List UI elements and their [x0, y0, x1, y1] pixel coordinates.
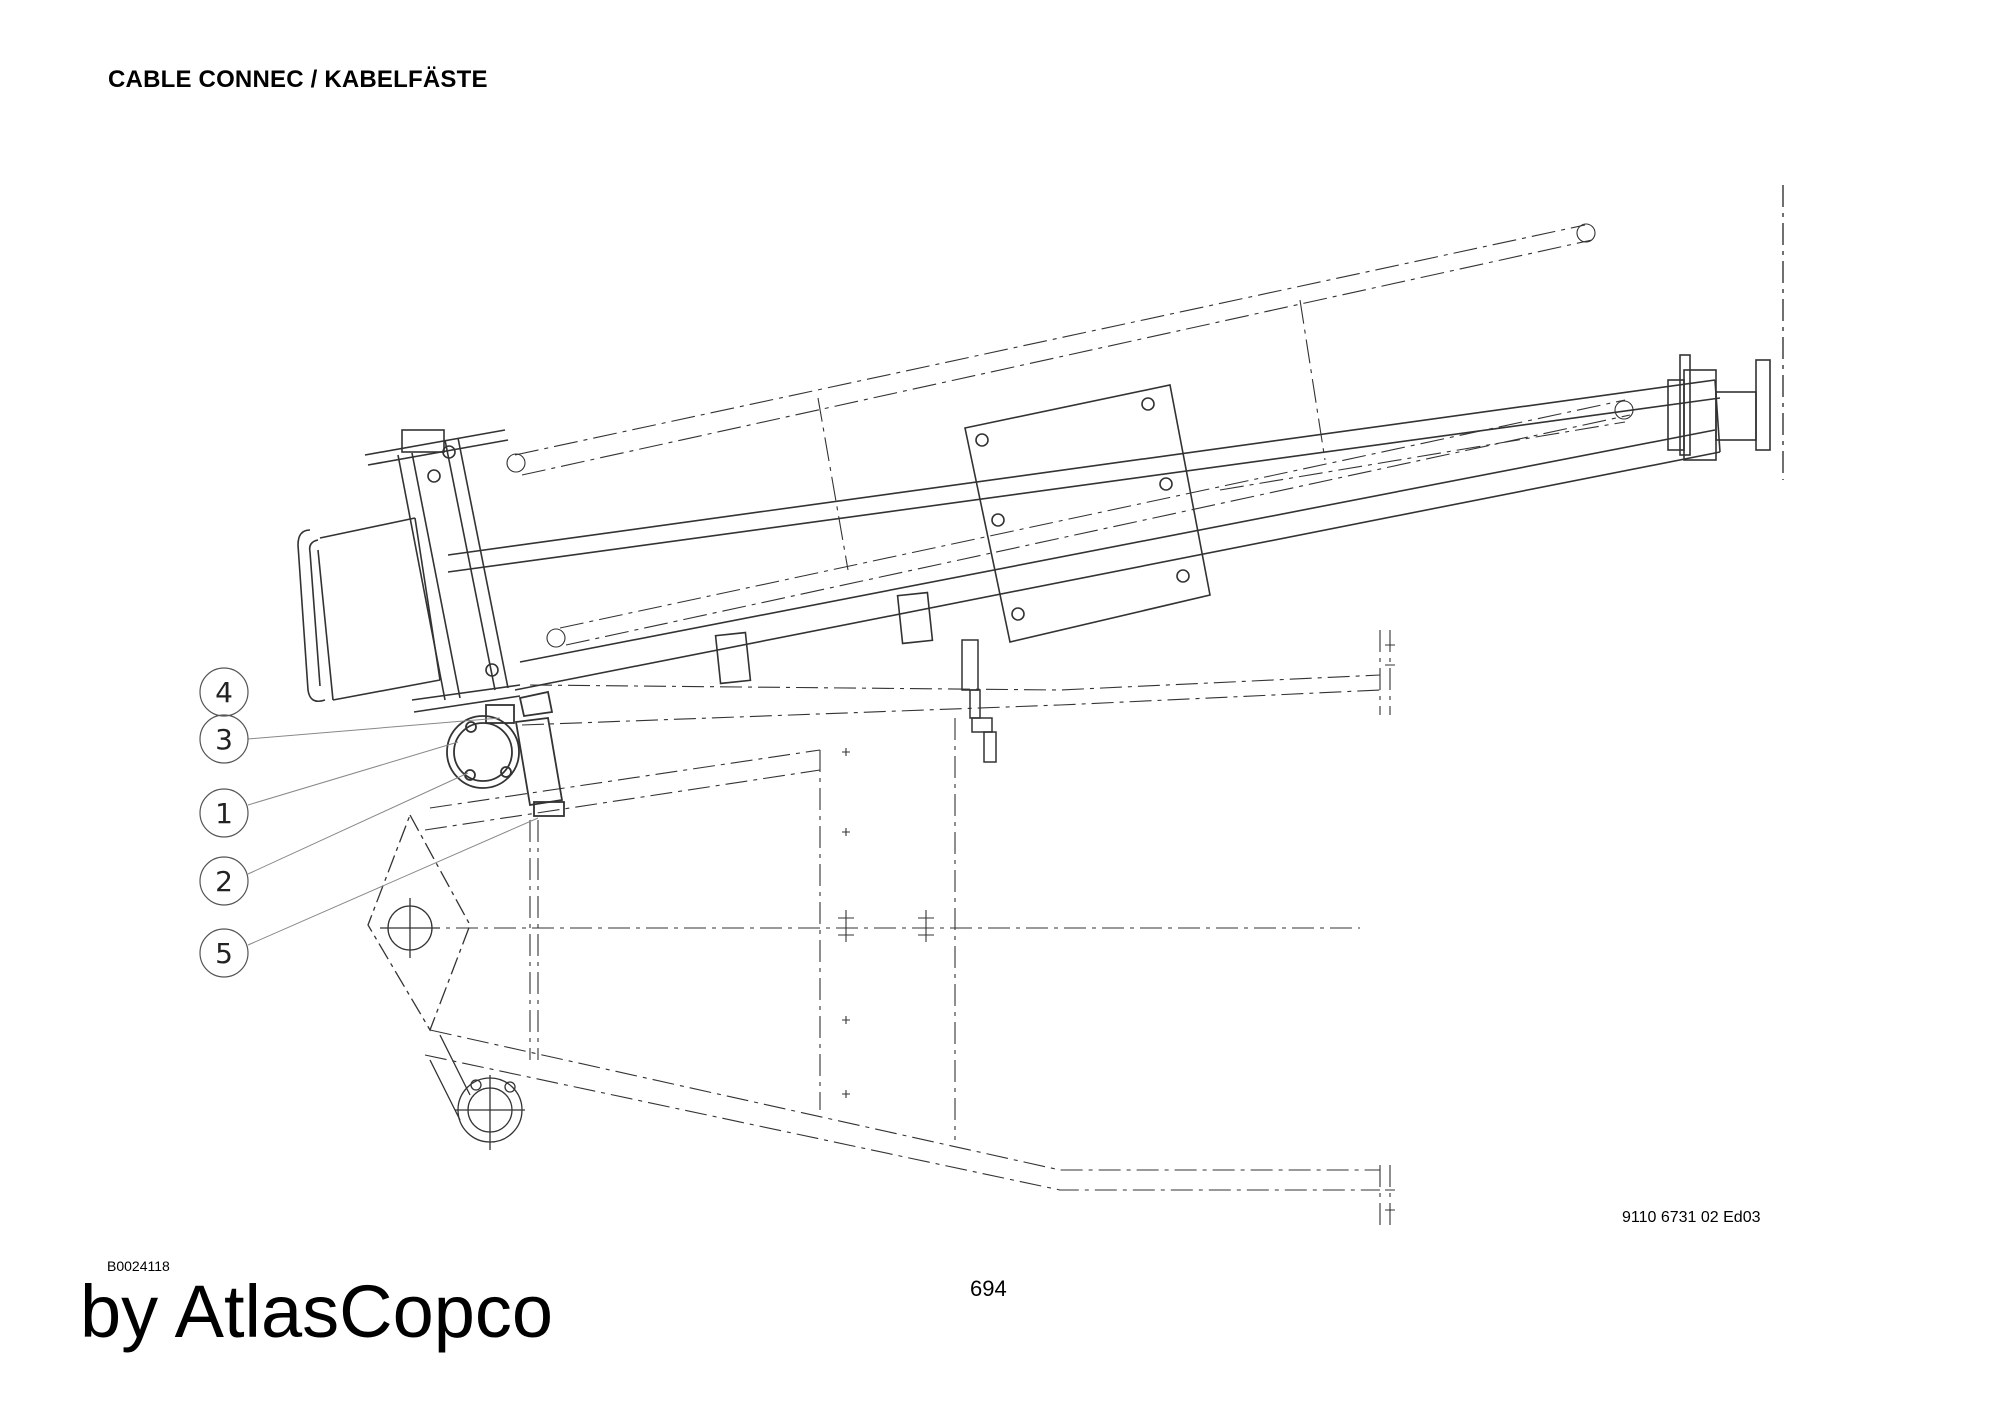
callout-number: 3 — [215, 723, 233, 756]
image-id: B0024118 — [107, 1258, 170, 1274]
brand-text: by AtlasCopco — [80, 1270, 554, 1353]
callout-balloon — [199, 788, 249, 838]
lower-link-arm — [367, 813, 525, 1150]
document-number: 9110 6731 02 Ed03 — [1622, 1209, 1761, 1226]
leader-lines — [247, 717, 539, 946]
callout-number: 4 — [215, 676, 233, 709]
callout-balloons — [199, 667, 249, 978]
callout-balloon — [199, 928, 249, 978]
cable-clamp — [446, 690, 565, 817]
phantom-lower-frame — [380, 630, 1391, 1230]
callout-balloon — [199, 667, 249, 717]
callout-balloon — [199, 856, 249, 906]
phantom-upper-boom — [506, 223, 1634, 648]
cover-plate — [964, 384, 1211, 643]
center-marks — [838, 644, 1395, 1211]
page-title: CABLE CONNEC / KABELFÄSTE — [108, 66, 488, 93]
callout-number: 1 — [215, 797, 233, 830]
callout-balloon — [199, 714, 249, 764]
boom-arm — [447, 354, 1771, 691]
bolt-rod — [961, 639, 997, 763]
bracket-assembly — [297, 429, 521, 713]
page-number: 694 — [970, 1276, 1007, 1301]
callout-number: 5 — [215, 937, 233, 970]
callout-number: 2 — [215, 865, 233, 898]
